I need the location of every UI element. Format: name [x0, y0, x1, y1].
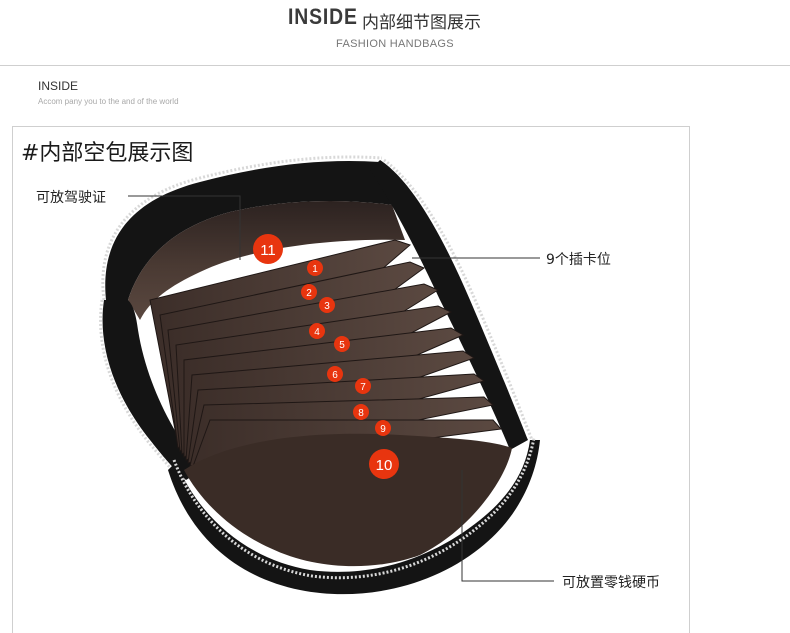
header-title-en: INSIDE — [288, 4, 358, 29]
marker-3: 3 — [319, 297, 335, 313]
callout-card-slots: 9个插卡位 — [546, 252, 611, 268]
wallet-back-lining — [128, 200, 405, 320]
header-title-cn: 内部细节图展示 — [362, 13, 481, 33]
callout-license: 可放驾驶证 — [36, 190, 106, 206]
callout-coins: 可放置零钱硬币 — [562, 575, 660, 591]
section-title: INSIDE — [38, 79, 79, 93]
svg-text:2: 2 — [306, 288, 312, 299]
header-divider — [0, 65, 790, 66]
page-header: INSIDE 内部细节图展示 FASHION HANDBAGS — [0, 0, 790, 66]
product-frame — [12, 126, 690, 633]
wallet-front-shell — [168, 440, 540, 595]
marker-1: 1 — [307, 260, 323, 276]
marker-5: 5 — [334, 336, 350, 352]
coin-compartment — [184, 433, 512, 567]
wallet-side-shell — [370, 160, 528, 450]
wallet-zipper-right — [383, 158, 534, 441]
section-subtitle: Accom pany you to the and of the world — [38, 97, 179, 106]
marker-8: 8 — [353, 404, 369, 420]
svg-text:3: 3 — [324, 301, 330, 312]
slot-markers: 11 1 2 3 4 5 6 7 8 9 10 — [253, 234, 399, 479]
marker-2: 2 — [301, 284, 317, 300]
svg-text:5: 5 — [339, 340, 345, 351]
marker-11: 11 — [253, 234, 283, 264]
callout-line-coins — [461, 470, 554, 582]
marker-4: 4 — [309, 323, 325, 339]
svg-text:8: 8 — [358, 408, 364, 419]
svg-text:4: 4 — [314, 327, 320, 338]
marker-6: 6 — [327, 366, 343, 382]
marker-7: 7 — [355, 378, 371, 394]
svg-text:1: 1 — [312, 264, 318, 275]
svg-text:9: 9 — [380, 424, 386, 435]
svg-text:11: 11 — [260, 242, 276, 259]
callout-line-license — [128, 195, 241, 260]
svg-text:7: 7 — [360, 382, 366, 393]
svg-text:10: 10 — [376, 457, 393, 474]
callout-lines — [128, 195, 554, 582]
header-subtitle: FASHION HANDBAGS — [336, 38, 454, 50]
wallet-zipper-back — [101, 155, 383, 301]
marker-10: 10 — [369, 449, 399, 479]
panel-title: #内部空包展示图 — [21, 141, 194, 166]
marker-9: 9 — [375, 420, 391, 436]
card-slots — [149, 239, 503, 470]
svg-text:6: 6 — [332, 370, 338, 381]
